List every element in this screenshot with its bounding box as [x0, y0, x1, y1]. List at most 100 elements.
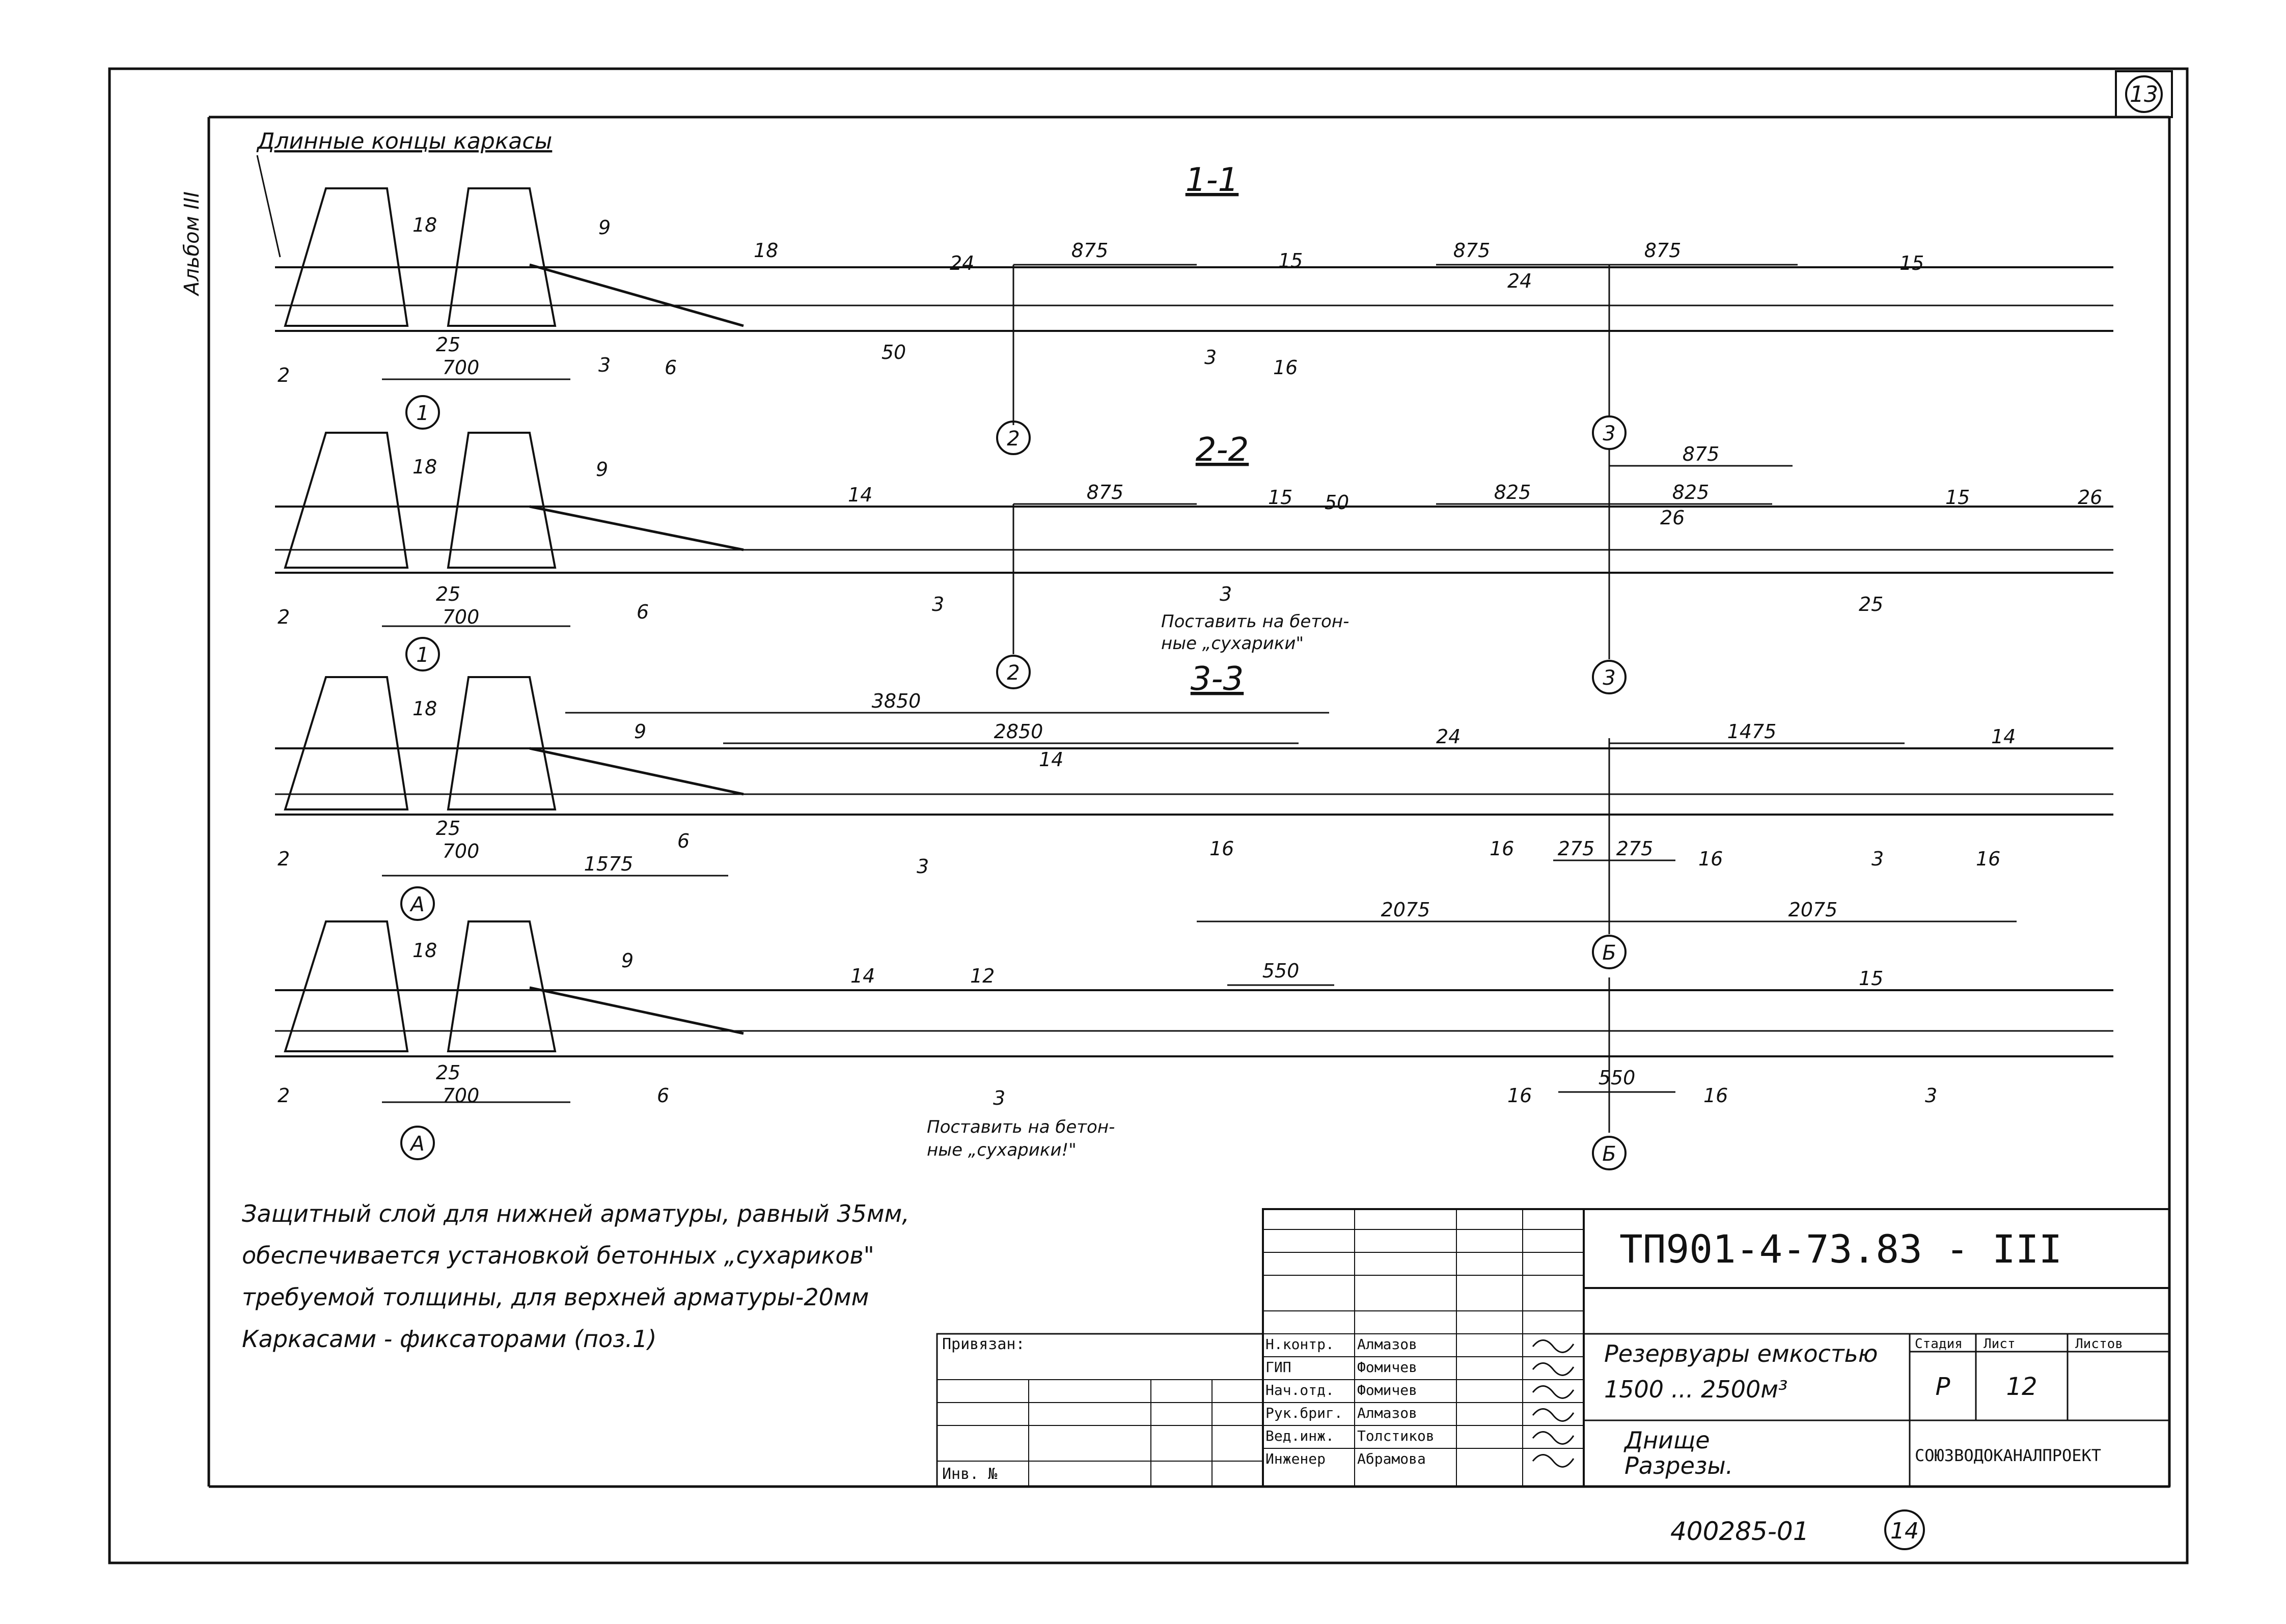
position-mark: 3 [1204, 346, 1217, 369]
wall-right [447, 920, 557, 1052]
signature-mark [1532, 1362, 1575, 1376]
note-line: Каркасами - фиксаторами (поз.1) [242, 1325, 656, 1353]
position-mark: 3 [1925, 1084, 1937, 1107]
wall-left [284, 920, 409, 1052]
section-2-2: 2-2 700 25 875 825 825 875 50 18 9 14 15… [275, 431, 2113, 694]
concrete-spacer-note: ные „сухарики!" [927, 1140, 1077, 1160]
wall-right [447, 187, 557, 327]
wall-right [447, 432, 557, 569]
outer-frame [108, 67, 2189, 1564]
position-mark: 14 [848, 484, 872, 506]
dim-label: 25 [436, 1061, 460, 1084]
wall-left [284, 676, 409, 810]
position-mark: 6 [665, 356, 677, 379]
position-mark: 2 [278, 364, 290, 386]
axis-label: 3 [1603, 422, 1615, 445]
stage-header: Стадия [1915, 1336, 1963, 1352]
page-number: 13 [2130, 81, 2158, 107]
dim-label: 25 [436, 583, 460, 605]
position-mark: 15 [1899, 252, 1924, 274]
haunch-rebar [529, 986, 744, 1035]
position-mark: 6 [657, 1084, 669, 1107]
position-mark: 15 [1268, 486, 1292, 509]
axis-label: Б [1602, 941, 1616, 965]
archive-sheet-circle [1884, 1509, 1925, 1550]
dim-label: 50 [882, 341, 906, 363]
wall-left [284, 432, 409, 569]
axis-label: A [409, 893, 424, 916]
section-3-3: 3-3 3850 2850 1475 700 25 1575 275 275 2… [275, 660, 2113, 969]
wall-right [447, 676, 557, 810]
inv-label: Инв. № [942, 1465, 997, 1483]
top-note: Длинные концы каркасы [256, 128, 552, 154]
position-mark: 9 [621, 949, 634, 972]
position-mark: 3 [598, 354, 611, 376]
axis-marker [1592, 660, 1627, 694]
page-number-circle [2125, 75, 2163, 113]
position-mark: 16 [1698, 848, 1723, 870]
dim-label: 50 [1325, 491, 1349, 514]
position-mark: 24 [1507, 270, 1532, 292]
dim-label: 875 [1087, 481, 1124, 503]
dim-label: 700 [443, 606, 480, 628]
position-mark: 6 [637, 601, 649, 623]
position-mark: 2 [278, 1084, 290, 1107]
sheet-value: 12 [2006, 1373, 2037, 1401]
dim-label: 2850 [994, 720, 1043, 743]
applied-block [936, 1333, 1264, 1488]
signature-mark [1532, 1408, 1575, 1422]
position-mark: 3 [932, 593, 944, 615]
dim-label: 875 [1644, 239, 1682, 262]
axis-label: 1 [416, 402, 429, 425]
stage-value: Р [1936, 1373, 1950, 1401]
dim-label: 875 [1453, 239, 1491, 262]
section-a-b: 550 550 700 25 18 9 14 12 15 2 6 3 16 16… [275, 920, 2113, 1170]
dim-label: 25 [436, 333, 460, 356]
dim-label: 275 [1616, 837, 1654, 860]
position-mark: 16 [1507, 1084, 1532, 1107]
haunch-rebar [529, 747, 744, 796]
position-mark: 15 [1945, 486, 1970, 509]
note-line: Защитный слой для нижней арматуры, равны… [242, 1200, 910, 1227]
position-mark: 18 [412, 456, 437, 478]
position-mark: 18 [412, 214, 437, 236]
position-mark: 3 [993, 1087, 1005, 1109]
position-mark: 26 [2078, 486, 2102, 509]
role-label: Вед.инж. [1265, 1427, 1334, 1444]
position-mark: 3 [917, 855, 929, 878]
position-mark: 16 [1703, 1084, 1728, 1107]
section-title: 2-2 [1196, 431, 1249, 469]
archive-number: 400285-01 [1670, 1517, 1809, 1546]
album-label: Альбом III [180, 191, 204, 297]
position-mark: 18 [412, 939, 437, 962]
signature-mark [1532, 1339, 1575, 1353]
haunch-rebar [529, 263, 744, 327]
sheets-header: Листов [2075, 1336, 2123, 1352]
position-mark: 14 [850, 965, 875, 987]
axis-marker [405, 637, 440, 671]
signature-mark [1532, 1431, 1575, 1445]
signature-mark [1532, 1454, 1575, 1468]
dim-label: 875 [1071, 239, 1109, 262]
object-title: Резервуары емкостью [1604, 1340, 1878, 1367]
position-mark: 16 [1209, 837, 1234, 860]
position-mark: 12 [970, 965, 995, 987]
axis-label: Б [1602, 1142, 1616, 1166]
position-mark: 2 [278, 606, 290, 628]
dim-label: 875 [1683, 443, 1720, 465]
position-mark: 18 [754, 239, 778, 262]
dim-label: 825 [1672, 481, 1710, 503]
position-mark: 16 [1976, 848, 2000, 870]
axis-label: 2 [1007, 427, 1020, 451]
position-mark: 9 [598, 216, 611, 239]
position-mark: 3 [1871, 848, 1884, 870]
role-name: Фомичев [1357, 1359, 1417, 1376]
position-mark: 9 [634, 720, 646, 743]
dim-label: 3850 [872, 690, 921, 712]
axis-label: A [409, 1132, 424, 1156]
sheet-header: Лист [1984, 1336, 2016, 1352]
note-line: требуемой толщины, для верхней арматуры-… [242, 1283, 869, 1311]
role-label: Н.контр. [1265, 1336, 1334, 1353]
position-mark: 6 [677, 830, 690, 852]
